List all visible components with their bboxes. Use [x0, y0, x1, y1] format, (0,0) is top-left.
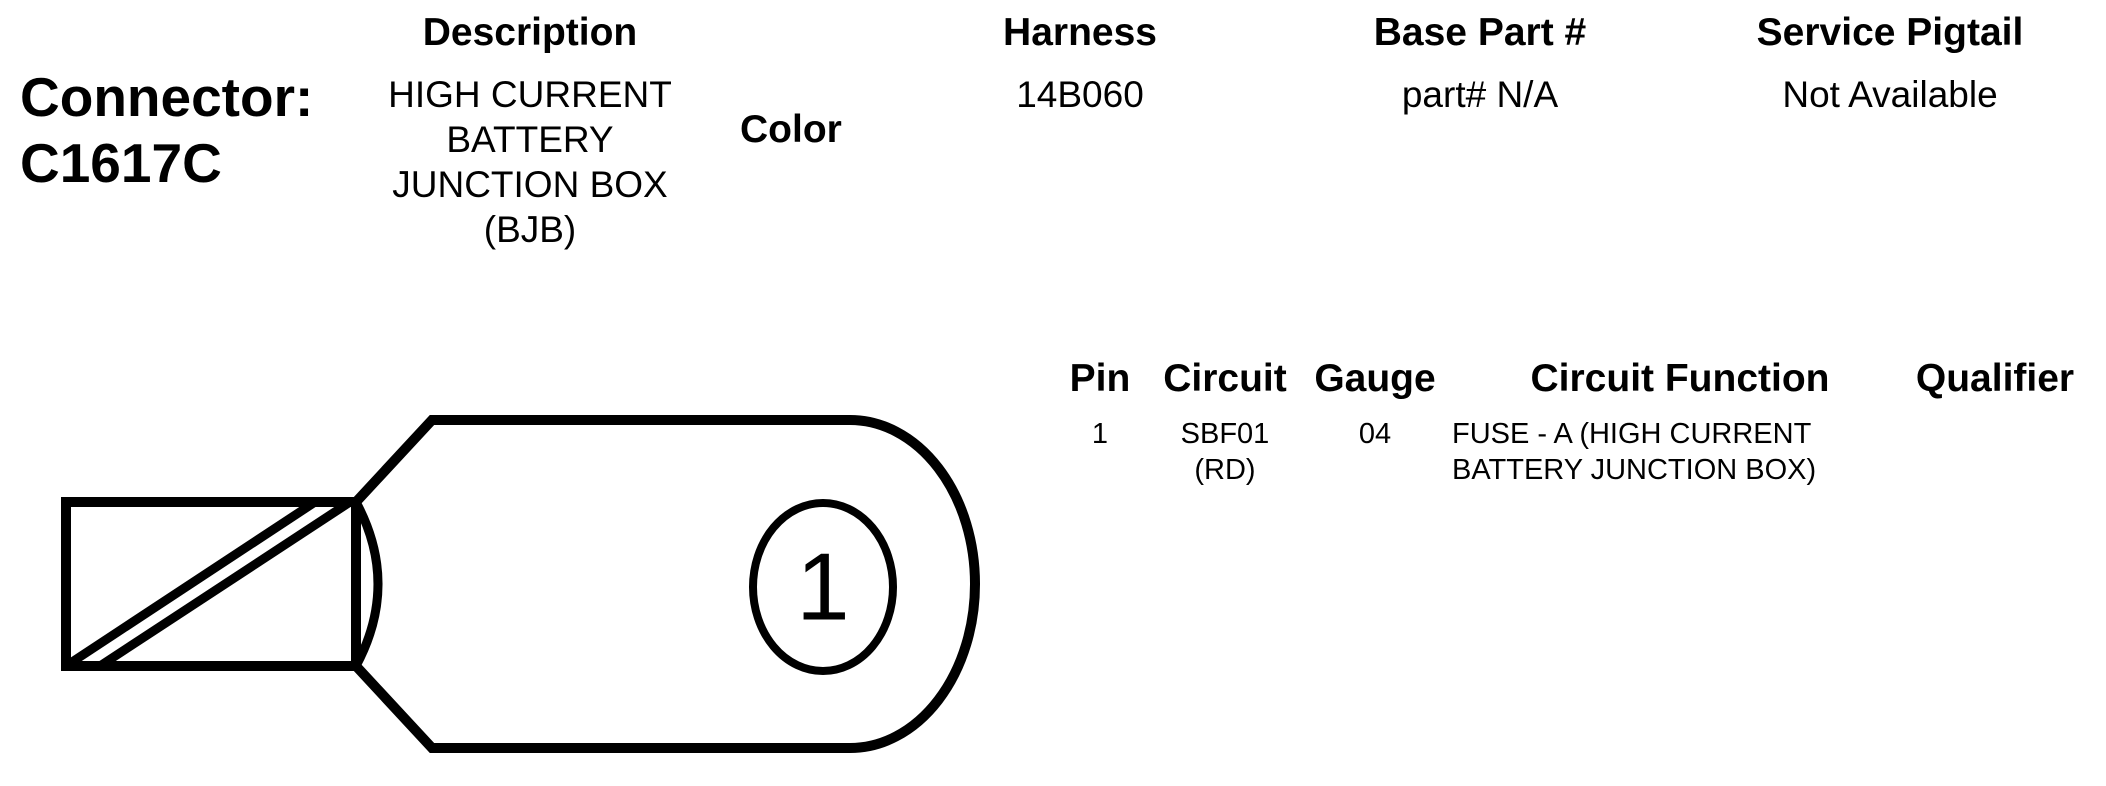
- description-line: BATTERY: [446, 119, 614, 160]
- description-header: Description: [422, 11, 638, 54]
- circuit-line: (RD): [1194, 454, 1256, 486]
- table-row-circuit: SBF01 (RD): [1150, 416, 1300, 488]
- table-row-pin: 1: [1091, 418, 1109, 450]
- function-line: BATTERY JUNCTION BOX): [1452, 454, 1817, 486]
- column-header-circuit-function: Circuit Function: [1530, 357, 1830, 400]
- connector-label: Connector:: [20, 66, 314, 128]
- pin-circle: [749, 499, 897, 675]
- harness-value: 14B060: [1016, 74, 1144, 115]
- ring-terminal-diagram: 1: [61, 415, 980, 753]
- table-row-gauge: 04: [1358, 418, 1392, 450]
- harness-header: Harness: [1003, 11, 1157, 54]
- crimp-stripe: [97, 498, 353, 670]
- column-header-qualifier: Qualifier: [1915, 357, 2075, 400]
- pin-number-label: 1: [796, 534, 849, 641]
- column-header-pin: Pin: [1069, 357, 1131, 400]
- ring-tongue: [352, 415, 980, 753]
- crimp-stripe: [63, 498, 318, 670]
- service-pigtail-value: Not Available: [1782, 74, 1998, 115]
- base-part-header: Base Part #: [1373, 11, 1587, 54]
- base-part-value: part# N/A: [1401, 74, 1559, 115]
- circuit-line: SBF01: [1180, 418, 1270, 450]
- barrel-end-curve: [352, 499, 383, 669]
- description-line: HIGH CURRENT: [388, 74, 672, 115]
- column-header-circuit: Circuit: [1163, 357, 1287, 400]
- table-row-circuit-function: FUSE - A (HIGH CURRENT BATTERY JUNCTION …: [1452, 416, 1882, 488]
- column-header-gauge: Gauge: [1314, 357, 1436, 400]
- description-line: JUNCTION BOX: [392, 164, 668, 205]
- description-line: (BJB): [483, 209, 577, 250]
- crimp-barrel: [61, 497, 361, 671]
- description-value: HIGH CURRENT BATTERY JUNCTION BOX (BJB): [350, 72, 710, 252]
- function-line: FUSE - A (HIGH CURRENT: [1452, 418, 1812, 450]
- service-pigtail-header: Service Pigtail: [1756, 11, 2024, 54]
- connector-id: C1617C: [20, 132, 222, 194]
- color-header: Color: [740, 108, 842, 151]
